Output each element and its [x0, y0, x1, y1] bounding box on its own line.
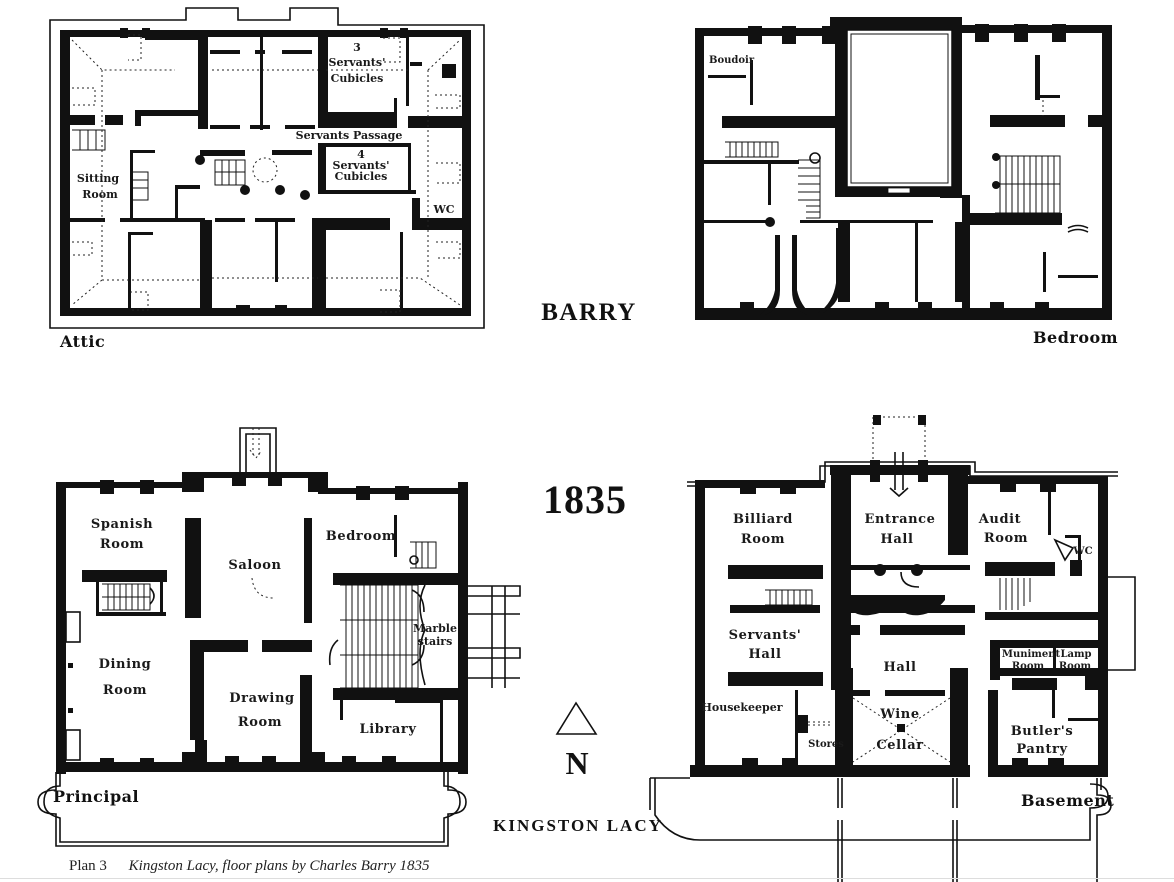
principal-label-marble-stairs-line1: Marble [413, 622, 457, 635]
basement-plan: Billiard Room Entrance Hall Audit Room W… [649, 415, 1136, 882]
principal-label-drawing-room-line1: Drawing [229, 691, 294, 706]
principal-plan: Spanish Room Saloon Bedroom Dining Room … [37, 427, 521, 847]
attic-label-cubicles-3-line2: Cubicles [331, 72, 384, 85]
caption-plan-number: Plan 3 [69, 858, 107, 874]
basement-label-butlers-pantry-line1: Butler's [1011, 724, 1074, 739]
principal-label-bedroom: Bedroom [326, 529, 397, 544]
figure-caption: Plan 3 Kingston Lacy, floor plans by Cha… [69, 858, 430, 875]
basement-label-wine-cellar-line2: Cellar [876, 738, 923, 753]
basement-label-lamp-room-line1: Lamp [1060, 649, 1091, 660]
attic-label-servants-passage: Servants Passage [296, 129, 403, 142]
caption-text: Kingston Lacy, floor plans by Charles Ba… [128, 858, 430, 874]
basement-label-billiard-room-line1: Billiard [733, 512, 793, 527]
basement-label-billiard-room-line2: Room [741, 532, 785, 547]
attic-label-cubicles-4-line2: Cubicles [335, 170, 388, 183]
principal-label-drawing-room-line2: Room [238, 715, 282, 730]
basement-label-servants-hall-line2: Hall [749, 647, 782, 662]
principal-label-spanish-room-line2: Room [100, 537, 144, 552]
basement-label-housekeeper: Housekeeper [701, 701, 782, 714]
principal-label-dining-room-line2: Room [103, 683, 147, 698]
basement-floor-label: Basement [1021, 791, 1114, 810]
principal-label-dining-room-line1: Dining [99, 657, 152, 672]
attic-plan: 3 Servants' Cubicles Servants Passage 4 … [49, 7, 485, 351]
basement-label-servants-hall-line1: Servants' [729, 628, 802, 643]
principal-label-marble-stairs-line2: stairs [418, 635, 453, 648]
basement-label-stores: Stores [808, 739, 844, 750]
basement-label-audit-room-line1: Audit [978, 512, 1022, 527]
attic-label-sitting-room-line1: Sitting [77, 172, 119, 185]
basement-label-hall: Hall [884, 660, 917, 675]
bottom-divider [0, 878, 1174, 879]
attic-label-cubicles-3-line1: Servants' [329, 56, 386, 69]
basement-label-muniment-room-line2: Room [1012, 661, 1045, 672]
basement-label-butlers-pantry-line2: Pantry [1016, 742, 1067, 757]
title-barry: BARRY [541, 299, 637, 326]
basement-label-audit-room-line2: Room [984, 531, 1028, 546]
principal-label-saloon: Saloon [228, 558, 281, 573]
north-label: N [565, 745, 588, 781]
bedroom-plan: Boudoir Bedroom [695, 17, 1118, 347]
attic-label-sitting-room-line2: Room [82, 188, 118, 201]
basement-label-wine-cellar-line1: Wine [879, 707, 919, 722]
principal-label-spanish-room-line1: Spanish [91, 517, 153, 532]
basement-label-muniment-room-line1: Muniment [1002, 649, 1061, 660]
basement-label-lamp-room-line2: Room [1059, 661, 1092, 672]
principal-label-library: Library [359, 722, 416, 737]
attic-floor-label: Attic [59, 332, 105, 351]
north-arrow: N [555, 701, 598, 781]
attic-label-cubicles-4-number: 4 [357, 148, 365, 161]
bedroom-label-boudoir: Boudoir [709, 55, 755, 66]
bedroom-floor-label: Bedroom [1033, 328, 1118, 347]
basement-label-entrance-hall-line2: Hall [881, 532, 914, 547]
attic-label-wc: WC [432, 203, 454, 216]
basement-label-entrance-hall-line1: Entrance [864, 512, 935, 527]
site-name-label: KINGSTON LACY [493, 816, 663, 835]
title-year: 1835 [543, 477, 627, 522]
attic-label-cubicles-4-line1: Servants' [333, 159, 390, 172]
principal-floor-label: Principal [53, 787, 139, 806]
north-triangle-icon [555, 701, 598, 735]
basement-label-wc: WC [1072, 546, 1092, 557]
attic-label-cubicles-3-number: 3 [353, 41, 361, 54]
